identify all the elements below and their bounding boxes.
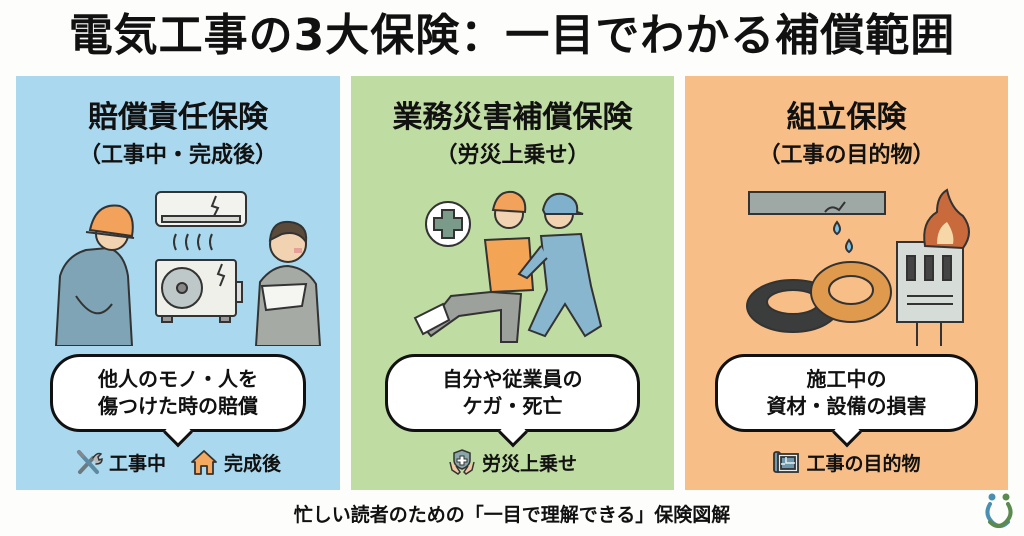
bubble-line: 自分や従業員の	[442, 367, 583, 391]
panel-erection-insurance: 組立保険 （工事の目的物） 施工中	[685, 76, 1008, 490]
bubble-line: 施工中の	[806, 367, 887, 391]
panel-subtitle: （労災上乗せ）	[435, 143, 590, 168]
bubble-line: 傷つけた時の賠償	[98, 394, 258, 418]
tag-label: 工事中	[108, 452, 166, 475]
tag-workers-comp-topup: 労災上乗せ	[448, 448, 577, 476]
panel-occupational-injury-insurance: 業務災害補償保険 （労災上乗せ） 自分や	[351, 76, 674, 490]
bubble-line: 資材・設備の損害	[766, 394, 927, 418]
panel-subtitle: （工事中・完成後）	[78, 143, 277, 168]
panel-liability-insurance: 賠償責任保険 （工事中・完成後）	[16, 76, 340, 490]
wrench-screwdriver-icon	[75, 448, 103, 476]
brand-logo-icon	[982, 492, 1016, 532]
tag-construction-object: 工事の目的物	[772, 448, 921, 476]
tag-label: 労災上乗せ	[481, 452, 577, 475]
panel-title: 業務災害補償保険	[392, 100, 633, 135]
speech-bubble: 施工中の 資材・設備の損害	[715, 354, 978, 432]
blueprint-icon	[772, 448, 800, 476]
panel-subtitle: （工事の目的物）	[758, 143, 935, 168]
illustration-materials-damage	[685, 186, 1008, 346]
tag-list: 労災上乗せ	[351, 446, 674, 478]
panel-title: 賠償責任保険	[88, 100, 268, 135]
tag-during-construction: 工事中	[75, 448, 166, 476]
tag-label: 完成後	[224, 452, 282, 475]
house-icon	[190, 448, 218, 476]
bubble-line: ケガ・死亡	[462, 394, 563, 418]
shield-hands-icon	[448, 448, 476, 476]
bubble-line: 他人のモノ・人を	[98, 367, 258, 391]
tag-list: 工事中 完成後	[16, 446, 340, 478]
footer-caption: 忙しい読者のための「一目で理解できる」保険図解	[293, 504, 731, 526]
tag-label: 工事の目的物	[806, 452, 921, 475]
tag-after-completion: 完成後	[190, 448, 281, 476]
page-title: 電気工事の3大保険：一目でわかる補償範囲	[68, 10, 956, 61]
speech-bubble: 自分や従業員の ケガ・死亡	[385, 354, 640, 432]
tag-list: 工事の目的物	[685, 446, 1008, 478]
illustration-worker-aircon-injured	[16, 186, 340, 346]
illustration-injured-worker	[351, 186, 674, 346]
panel-title: 組立保険	[786, 100, 907, 135]
speech-bubble: 他人のモノ・人を 傷つけた時の賠償	[50, 354, 306, 432]
